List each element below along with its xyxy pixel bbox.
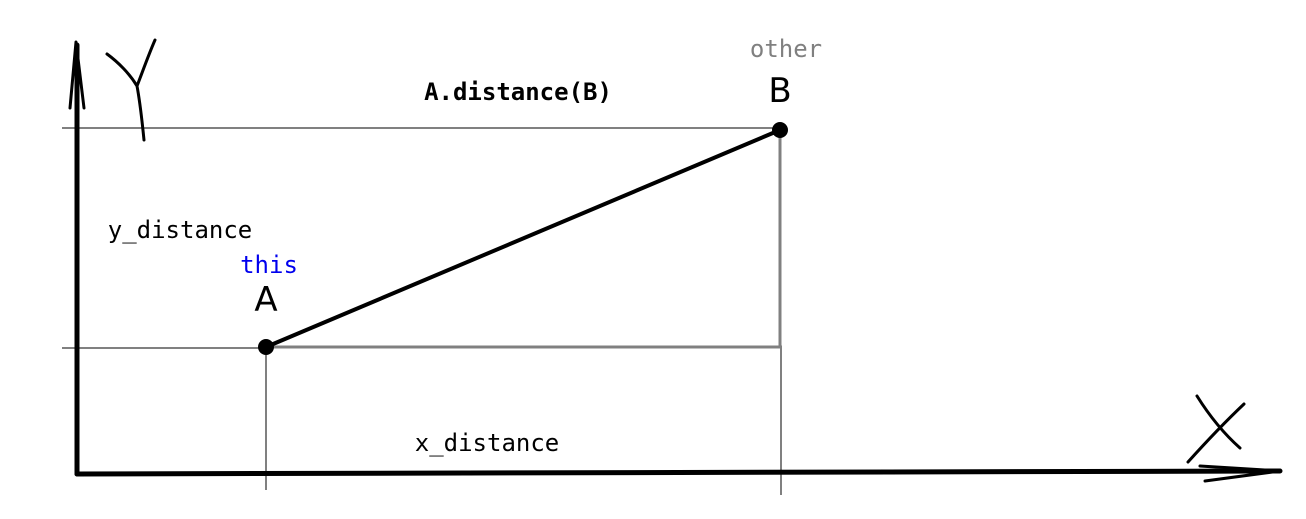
x-axis-letter — [1186, 394, 1246, 464]
y-distance-label: y_distance — [108, 216, 253, 244]
y-axis-arrowhead — [68, 40, 86, 110]
point-b-label: B — [768, 71, 791, 111]
this-label: this — [240, 251, 298, 279]
x-distance-label: x_distance — [415, 429, 560, 457]
distance-line-a-to-b — [264, 128, 782, 349]
point-a-label: A — [254, 280, 277, 320]
point-b-dot — [772, 122, 788, 138]
x-axis — [74, 468, 1283, 477]
y-axis-letter — [105, 38, 157, 142]
point-a-dot — [258, 339, 274, 355]
other-label: other — [750, 35, 822, 63]
x-axis-arrowhead — [1198, 464, 1282, 483]
method-call-label: A.distance(B) — [424, 78, 612, 106]
